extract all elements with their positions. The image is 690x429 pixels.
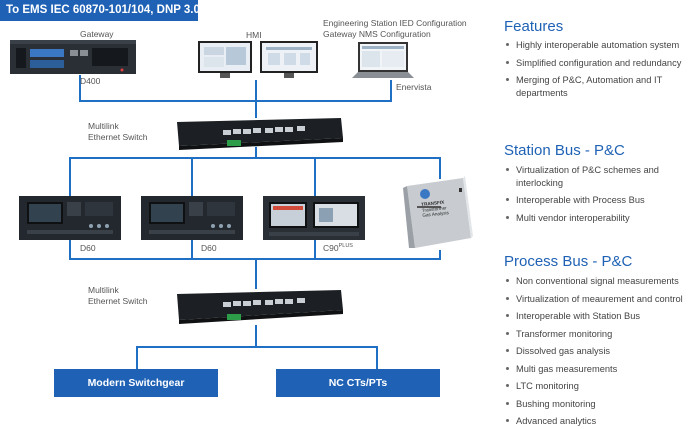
switch2-label-line2: Ethernet Switch (88, 296, 148, 306)
modern-switchgear-box: Modern Switchgear (54, 369, 218, 397)
process-bus-item: Multi gas measurements (504, 363, 690, 376)
c90-label-sup: PLUS (338, 243, 353, 250)
hmi-monitors (196, 41, 322, 81)
hmi-label: HMI (246, 30, 262, 40)
line-hmi-down (255, 80, 257, 102)
nc-ct-pt-box: NC CTs/PTs (276, 369, 440, 397)
process-bus-item: Interoperable with Station Bus (504, 310, 690, 323)
line-bottom-bus (136, 346, 378, 348)
process-bus-title: Process Bus - P&C (504, 253, 633, 270)
features-item: Simplified configuration and redundancy (504, 57, 688, 70)
hmi-monitors-image (198, 41, 318, 78)
process-bus-item: Virtualization of meaurement and control (504, 293, 690, 306)
d60-relay-2 (141, 196, 243, 240)
process-bus-item: Non conventional signal measurements (504, 275, 690, 288)
d60-1-label: D60 (80, 243, 96, 253)
engineering-label-line2: Gateway NMS Configuration (323, 29, 431, 39)
features-item: Highly interoperable automation system (504, 39, 688, 52)
features-title: Features (504, 18, 564, 35)
d60-relay-1 (19, 196, 121, 240)
process-bus-item: LTC monitoring (504, 380, 690, 393)
engineering-station-label: Engineering Station IED Configuration Ga… (323, 18, 467, 40)
transfix-text: TRANSFIX Transformer Gas Analysis (421, 199, 449, 218)
switch2-image (177, 290, 343, 324)
process-bus-item: Bushing monitoring (504, 398, 690, 411)
engineering-laptop (352, 42, 418, 82)
line-c90-down (314, 240, 316, 259)
line-switchgear-up (136, 346, 138, 370)
line-gateway-down (79, 75, 81, 101)
d60-2-label: D60 (201, 243, 217, 253)
line-transfix-up (439, 157, 441, 179)
enervista-label: Enervista (396, 82, 432, 92)
ems-banner: To EMS IEC 60870-101/104, DNP 3.0 (0, 0, 200, 21)
c90-plus-image (263, 196, 365, 240)
station-bus-item: Multi vendor interoperability (504, 212, 688, 225)
line-c90-up (314, 157, 316, 197)
c90-plus-label: C90PLUS (323, 243, 353, 253)
process-bus-item: Advanced analytics (504, 415, 690, 428)
switch1-label-line2: Ethernet Switch (88, 132, 148, 142)
line-transfix-down (439, 250, 441, 260)
line-bus-to-switch2 (255, 259, 257, 289)
transfix-image (403, 176, 473, 248)
station-bus-item: Virtualization of P&C schemes and interl… (504, 164, 688, 189)
station-bus-item: Interoperable with Process Bus (504, 194, 688, 207)
process-bus-section: Process Bus - P&C Non conventional signa… (504, 253, 690, 428)
station-bus-title: Station Bus - P&C (504, 142, 625, 159)
line-d60-2-up (191, 157, 193, 197)
line-switch2-down (255, 325, 257, 347)
line-d60-2-down (191, 240, 193, 259)
laptop-image (352, 42, 414, 78)
gateway-d400-device (10, 40, 136, 74)
features-item: Merging of P&C, Automation and IT depart… (504, 74, 688, 99)
line-d60-1-up (69, 157, 71, 197)
multilink-switch-2 (173, 286, 345, 328)
features-section: Features Highly interoperable automation… (504, 18, 688, 99)
engineering-label-line1: Engineering Station IED Configuration (323, 18, 467, 28)
switch1-label: Multilink Ethernet Switch (88, 121, 148, 143)
line-top-to-switch1 (255, 102, 257, 118)
multilink-switch-1 (173, 116, 345, 152)
process-bus-item: Transformer monitoring (504, 328, 690, 341)
switch2-label-line1: Multilink (88, 285, 119, 295)
c90-label-text: C90 (323, 243, 339, 253)
switch1-label-line1: Multilink (88, 121, 119, 131)
line-d60-1-down (69, 240, 71, 259)
transfix-dga-monitor: TRANSFIX Transformer Gas Analysis (401, 176, 475, 250)
switch2-label: Multilink Ethernet Switch (88, 285, 148, 307)
gateway-d400-image (10, 40, 136, 74)
line-top-bus (79, 100, 391, 102)
line-switch1-down (255, 147, 257, 158)
d60-relay-2-image (141, 196, 243, 240)
station-bus-section: Station Bus - P&C Virtualization of P&C … (504, 142, 688, 224)
d400-label: D400 (80, 76, 101, 86)
c90-plus-controller (263, 196, 365, 240)
d60-relay-1-image (19, 196, 121, 240)
process-bus-item: Dissolved gas analysis (504, 345, 690, 358)
line-station-bus (69, 157, 441, 159)
line-laptop-down (390, 80, 392, 102)
line-ct-up (376, 346, 378, 370)
gateway-label: Gateway (80, 29, 114, 39)
switch1-image (177, 118, 343, 150)
